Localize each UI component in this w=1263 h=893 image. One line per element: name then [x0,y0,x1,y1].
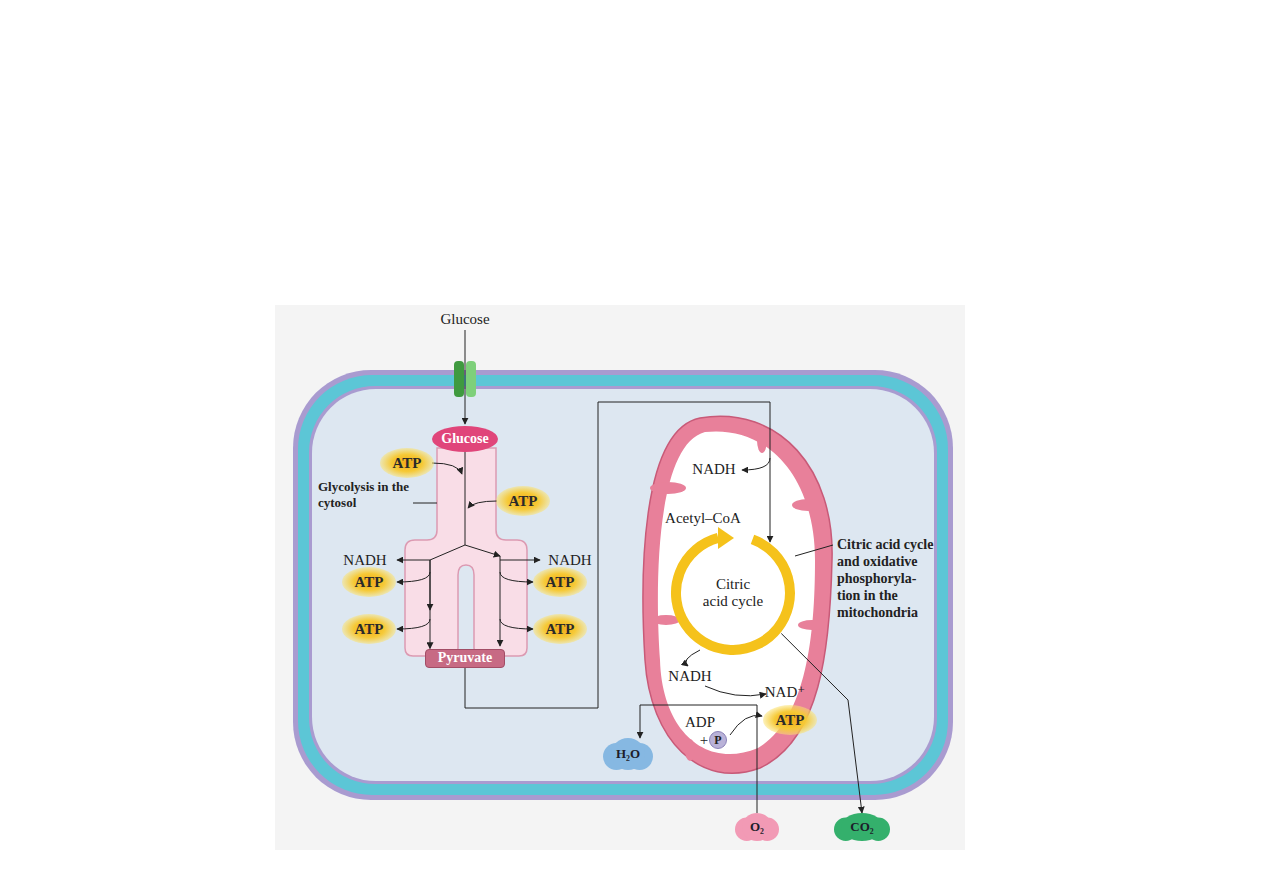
node-text: H₂O [616,746,640,762]
node-text: ATP [355,621,384,638]
uptake-arrow [465,330,466,424]
atp-glow: ATP [763,705,817,735]
cell-membrane-inner [298,375,948,795]
node-text: CO₂ [850,819,873,835]
node-text: Citric acid cycle [702,576,764,610]
text-label: ADP [685,714,715,731]
cycle-arc [676,538,790,650]
atp-glow: ATP [533,567,587,597]
mitochondrion [643,416,832,773]
carbon-dioxide-molecule: CO₂ [834,813,890,841]
text-label: NADH [548,552,591,569]
pathway-connector [640,705,757,813]
cycle-arrowhead [718,527,734,549]
node-text: O₂ [750,819,764,835]
cell-membrane [293,370,953,800]
mito-arrows [686,458,833,735]
text-label: NADH [668,668,711,685]
text-label: Acetyl–CoA [665,510,741,527]
glucose-oval: Glucose [432,426,498,452]
atp-glow: ATP [342,614,396,644]
text-label: NAD⁺ [765,684,805,701]
atp-glow: ATP [496,486,550,516]
atp-glow: ATP [342,567,396,597]
text-label: NADH [692,461,735,478]
text-label: + [700,732,708,749]
node-text: ATP [509,493,538,510]
atom [611,738,645,770]
atp-glow: ATP [380,448,434,478]
node-text: Pyruvate [438,650,492,666]
text-label: NADH [343,552,386,569]
atp-glow: ATP [533,614,587,644]
node-text: Glucose [441,431,488,447]
text-label: Glucose [440,311,489,328]
oxygen-molecule: O₂ [735,813,779,841]
node-text: ATP [776,712,805,729]
atom [742,813,772,841]
pathway-connector [465,402,770,708]
node-text: ATP [355,574,384,591]
node-text: ATP [393,455,422,472]
water-molecule: H₂O [603,738,653,770]
citric-acid-cycle: Citric acid cycle [668,528,798,658]
phosphate-circle: P [709,731,727,749]
atom [841,813,883,841]
node-text: ATP [546,574,575,591]
pathway-connector [430,452,465,649]
callout-label: Citric acid cycle and oxidative phosphor… [837,536,941,621]
panel [275,305,965,850]
callout-label: Glycolysis in the cytosol [318,479,418,511]
node-text: P [714,733,721,748]
pyruvate-box: Pyruvate [425,649,505,668]
glycolysis-band [405,448,527,656]
node-text: ATP [546,621,575,638]
